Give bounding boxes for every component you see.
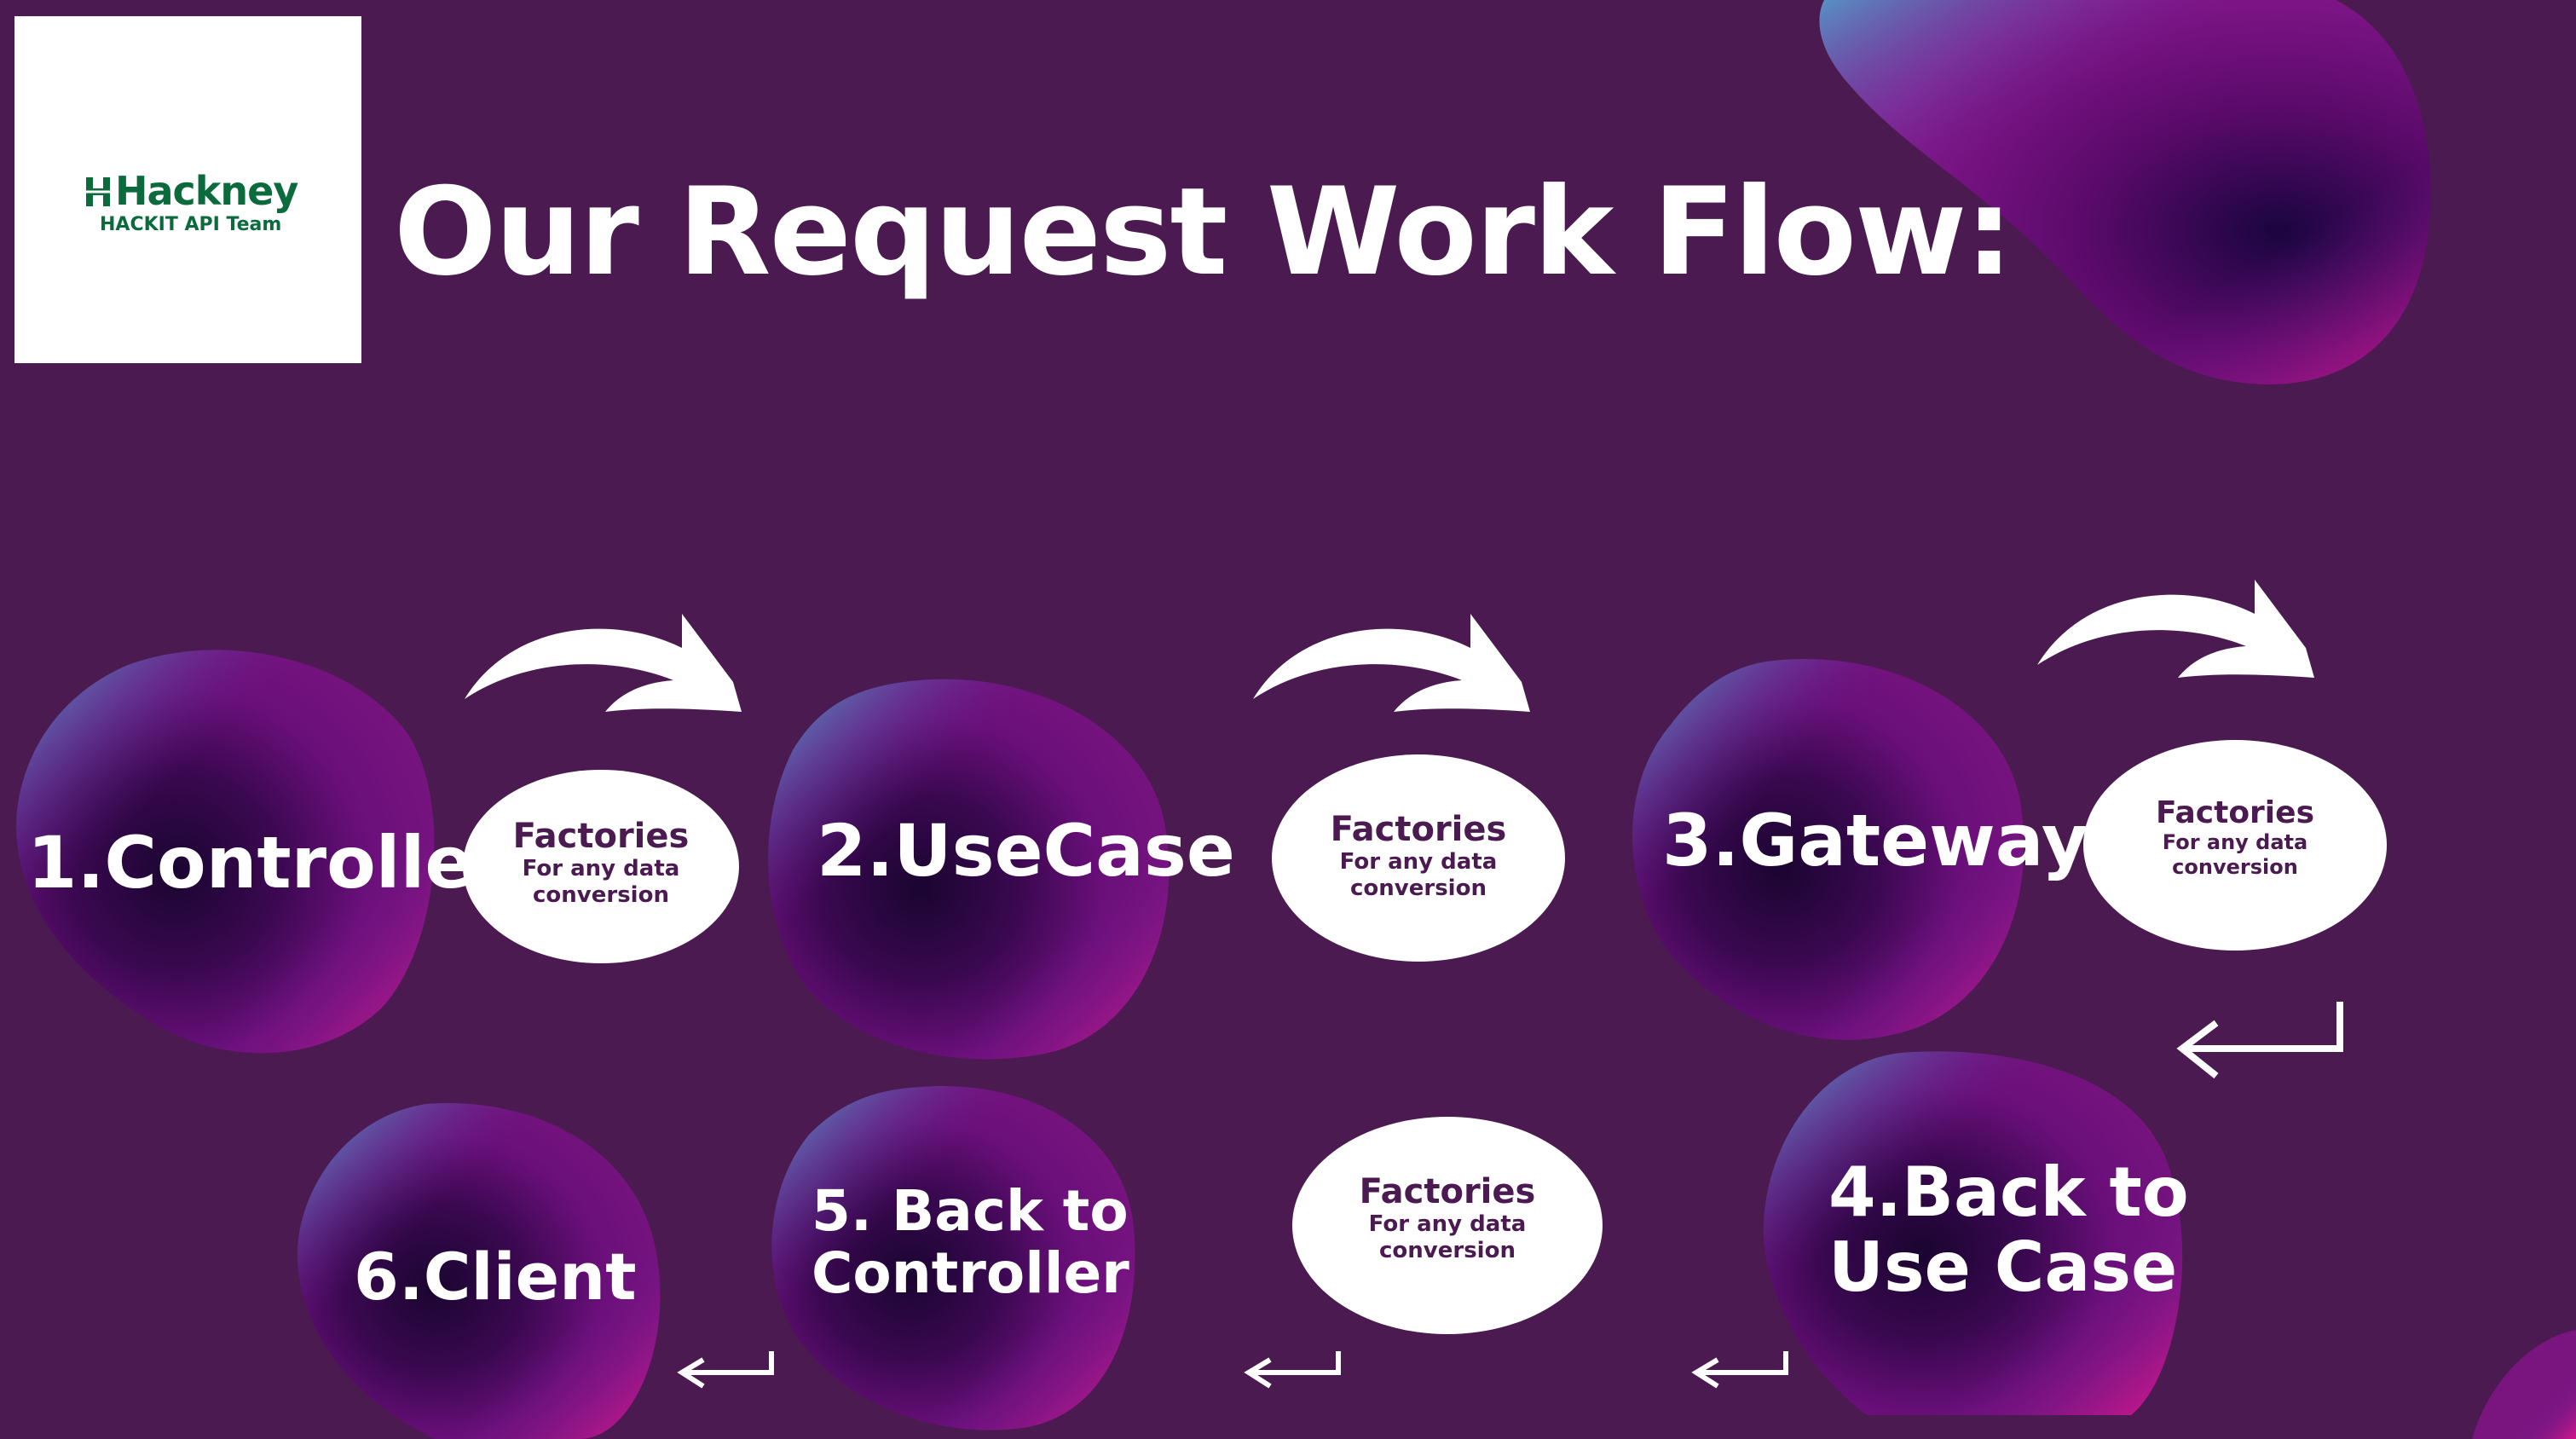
decor-blob-top-right <box>1819 0 2431 384</box>
factory-4-subtitle: For any data conversion <box>1368 1211 1527 1264</box>
factory-2-subtitle: For any data conversion <box>1339 849 1498 902</box>
hackney-h-icon <box>83 168 113 214</box>
step-2-label: 2.UseCase <box>817 809 1235 893</box>
blob-step-3 <box>1632 658 2024 1040</box>
curved-arrow-3 <box>2037 580 2314 678</box>
page-title: Our Request Work Flow: <box>394 162 2013 303</box>
step-5-label: 5. Back to Controller <box>811 1178 1129 1306</box>
factory-node-1: Factories For any data conversion <box>463 770 739 963</box>
hackney-logo: Hackney HACKIT API Team <box>14 16 361 363</box>
factory-node-2: Factories For any data conversion <box>1272 754 1565 962</box>
step-5-line-2: Controller <box>811 1240 1129 1306</box>
blob-step-4 <box>1763 1051 2183 1415</box>
factory-3-title: Factories <box>2156 795 2314 830</box>
step-4-line-2: Use Case <box>1828 1228 2178 1307</box>
blob-step-6 <box>297 1102 661 1439</box>
factory-1-title: Factories <box>512 817 690 856</box>
factory-node-3: Factories For any data conversion <box>2083 740 2387 951</box>
factory-4-title: Factories <box>1359 1172 1536 1211</box>
step-1-label: 1.Controller <box>27 821 509 904</box>
step-3-label: 3.Gateway <box>1662 799 2088 882</box>
step-6-label: 6.Client <box>354 1239 637 1315</box>
logo-brand: Hackney <box>83 168 298 214</box>
logo-sub-prefix: HACKIT API <box>100 214 220 235</box>
step-4-line-1: 4.Back to <box>1828 1153 2189 1232</box>
return-arrow-4 <box>2176 1002 2343 1079</box>
return-arrow-7 <box>677 1351 774 1389</box>
curved-arrow-1 <box>465 614 742 712</box>
logo-brand-text: Hackney <box>115 168 298 214</box>
decor-blob-bottom-right <box>2472 1330 2576 1439</box>
logo-subtitle: HACKIT API Team <box>100 214 281 235</box>
step-5-line-1: 5. Back to <box>811 1178 1129 1244</box>
factory-2-title: Factories <box>1330 810 1507 849</box>
blob-step-5 <box>771 1085 1135 1430</box>
factory-node-4: Factories For any data conversion <box>1292 1117 1603 1334</box>
blob-step-2 <box>768 679 1170 1060</box>
return-arrow-5 <box>1691 1351 1788 1389</box>
step-4-label: 4.Back to Use Case <box>1828 1155 2189 1305</box>
factory-1-subtitle: For any data conversion <box>522 856 680 909</box>
blob-step-1 <box>16 650 435 1054</box>
logo-sub-suffix: Team <box>226 214 282 235</box>
factory-3-subtitle: For any data conversion <box>2162 830 2308 879</box>
return-arrow-6 <box>1244 1351 1341 1389</box>
curved-arrow-2 <box>1253 614 1530 712</box>
